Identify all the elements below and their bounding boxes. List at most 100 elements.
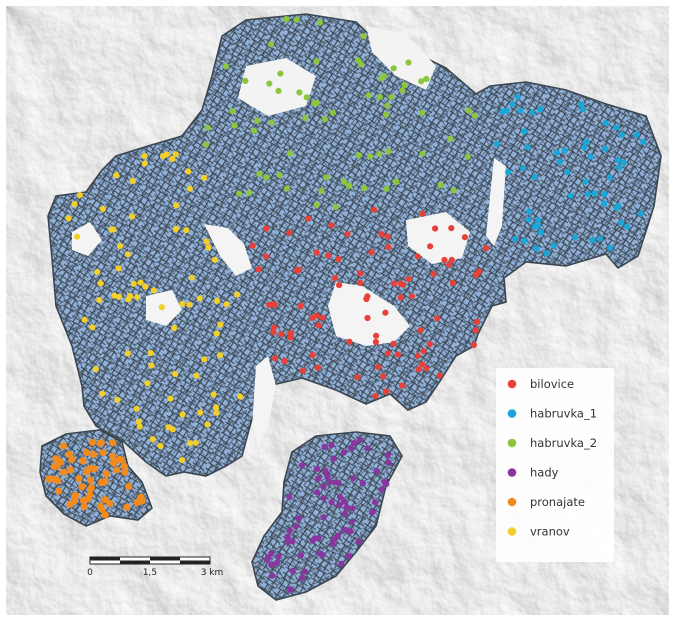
point-habruvka-1[interactable] — [509, 101, 516, 108]
point-bilovice[interactable] — [449, 279, 456, 286]
point-habruvka-1[interactable] — [579, 106, 587, 113]
point-hady[interactable] — [350, 439, 358, 447]
point-pronajate[interactable] — [134, 498, 142, 506]
point-vranov[interactable] — [217, 321, 224, 328]
point-vranov[interactable] — [133, 405, 140, 412]
point-vranov[interactable] — [234, 291, 241, 298]
point-hady[interactable] — [334, 532, 342, 539]
point-pronajate[interactable] — [101, 496, 109, 504]
point-bilovice[interactable] — [427, 243, 434, 250]
point-bilovice[interactable] — [397, 294, 404, 301]
point-hady[interactable] — [359, 479, 366, 487]
point-habruvka-2[interactable] — [202, 141, 209, 148]
point-vranov[interactable] — [137, 279, 144, 286]
point-habruvka-1[interactable] — [517, 107, 524, 114]
point-vranov[interactable] — [186, 301, 193, 308]
point-hady[interactable] — [320, 495, 327, 502]
point-bilovice[interactable] — [335, 256, 342, 263]
point-vranov[interactable] — [201, 356, 208, 363]
point-habruvka-1[interactable] — [640, 138, 647, 146]
point-vranov[interactable] — [141, 160, 148, 167]
point-habruvka-2[interactable] — [437, 182, 444, 189]
point-habruvka-1[interactable] — [505, 168, 512, 176]
point-habruvka-1[interactable] — [512, 236, 519, 243]
point-habruvka-2[interactable] — [346, 182, 353, 189]
point-vranov[interactable] — [116, 243, 124, 250]
point-habruvka-1[interactable] — [520, 165, 527, 172]
point-bilovice[interactable] — [415, 366, 422, 373]
point-habruvka-1[interactable] — [526, 208, 533, 215]
point-vranov[interactable] — [172, 151, 179, 158]
point-pronajate[interactable] — [55, 487, 63, 495]
point-pronajate[interactable] — [56, 458, 64, 466]
point-hady[interactable] — [371, 499, 379, 506]
point-habruvka-1[interactable] — [614, 202, 622, 209]
point-habruvka-2[interactable] — [302, 114, 309, 121]
point-habruvka-1[interactable] — [567, 192, 574, 199]
point-habruvka-2[interactable] — [332, 203, 339, 210]
point-bilovice[interactable] — [430, 271, 437, 278]
point-habruvka-2[interactable] — [366, 153, 374, 160]
point-hady[interactable] — [328, 441, 335, 449]
point-habruvka-2[interactable] — [268, 119, 275, 126]
point-vranov[interactable] — [141, 152, 148, 160]
point-habruvka-2[interactable] — [231, 122, 238, 129]
point-habruvka-2[interactable] — [399, 87, 406, 94]
point-bilovice[interactable] — [364, 314, 371, 322]
point-habruvka-2[interactable] — [318, 187, 325, 194]
point-habruvka-1[interactable] — [514, 93, 521, 101]
point-vranov[interactable] — [94, 269, 101, 276]
point-bilovice[interactable] — [263, 225, 270, 232]
point-habruvka-1[interactable] — [531, 223, 539, 230]
point-habruvka-1[interactable] — [525, 216, 533, 223]
point-vranov[interactable] — [193, 372, 200, 379]
point-habruvka-2[interactable] — [390, 65, 397, 72]
point-hady[interactable] — [298, 574, 305, 581]
point-hady[interactable] — [356, 437, 364, 444]
point-pronajate[interactable] — [117, 456, 125, 464]
point-bilovice[interactable] — [472, 271, 479, 278]
point-habruvka-2[interactable] — [204, 124, 211, 131]
point-habruvka-1[interactable] — [556, 158, 563, 166]
point-vranov[interactable] — [114, 396, 121, 403]
point-habruvka-2[interactable] — [355, 152, 362, 159]
point-pronajate[interactable] — [121, 468, 129, 476]
point-vranov[interactable] — [185, 168, 192, 175]
point-habruvka-2[interactable] — [376, 150, 383, 157]
point-hady[interactable] — [314, 489, 321, 496]
point-bilovice[interactable] — [249, 242, 256, 249]
point-habruvka-1[interactable] — [578, 101, 585, 108]
point-hady[interactable] — [284, 533, 291, 540]
point-bilovice[interactable] — [324, 252, 332, 259]
point-vranov[interactable] — [211, 256, 218, 263]
point-vranov[interactable] — [188, 274, 195, 281]
point-vranov[interactable] — [212, 404, 219, 411]
point-habruvka-2[interactable] — [275, 87, 282, 94]
point-habruvka-1[interactable] — [550, 242, 557, 249]
point-habruvka-2[interactable] — [242, 77, 249, 84]
point-habruvka-2[interactable] — [311, 100, 318, 107]
point-bilovice[interactable] — [314, 364, 321, 371]
point-habruvka-2[interactable] — [401, 81, 408, 88]
point-bilovice[interactable] — [281, 358, 288, 365]
point-vranov[interactable] — [129, 177, 136, 184]
point-bilovice[interactable] — [297, 302, 304, 309]
point-hady[interactable] — [383, 481, 390, 488]
point-hady[interactable] — [297, 552, 305, 559]
point-hady[interactable] — [384, 451, 391, 459]
point-bilovice[interactable] — [373, 332, 380, 339]
point-habruvka-1[interactable] — [531, 173, 539, 181]
point-bilovice[interactable] — [470, 341, 477, 348]
point-habruvka-2[interactable] — [385, 148, 392, 155]
point-vranov[interactable] — [186, 440, 194, 447]
point-bilovice[interactable] — [278, 331, 285, 338]
point-vranov[interactable] — [111, 292, 118, 299]
point-vranov[interactable] — [169, 426, 176, 433]
point-habruvka-1[interactable] — [493, 141, 500, 148]
point-habruvka-2[interactable] — [293, 16, 300, 23]
point-hady[interactable] — [319, 551, 326, 559]
point-bilovice[interactable] — [332, 275, 339, 282]
point-bilovice[interactable] — [423, 365, 430, 372]
point-vranov[interactable] — [204, 421, 211, 428]
point-hady[interactable] — [347, 528, 354, 535]
